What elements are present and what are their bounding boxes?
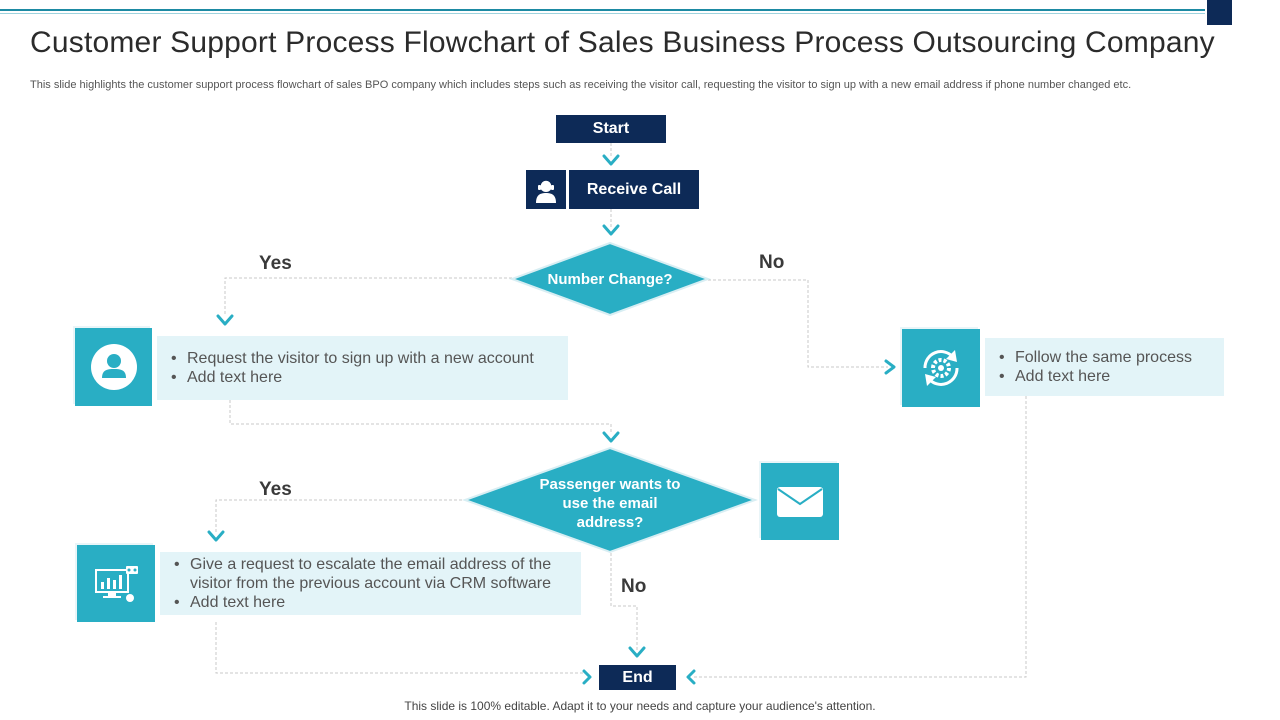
call-center-agent-icon [536,178,556,203]
left-icon-box [75,328,152,406]
bottom-icon-box [77,545,155,622]
right-text-box: Follow the same process Add text here [985,338,1224,396]
connector-left-decision2 [229,400,612,432]
connector-no2 [610,553,638,650]
bottom-text-box: Give a request to escalate the email add… [160,552,581,615]
left-text-list: Request the visitor to sign up with a ne… [157,349,534,387]
gear-refresh-icon [923,350,959,386]
arrow-down-3 [602,431,620,443]
arrow-down-yes1 [216,314,234,326]
arrow-down-no2 [628,646,646,658]
bottom-text-item-2: Add text here [174,593,581,612]
right-icon-box [902,329,980,407]
no2-label: No [621,576,647,597]
yes2-label: Yes [259,479,292,500]
no1-label: No [759,252,785,273]
arrow-down-2 [602,224,620,236]
decision2-label: Passenger wants to use the email address… [539,475,681,531]
user-icon [90,344,137,390]
bottom-text-list: Give a request to escalate the email add… [160,555,581,612]
decision1-label: Number Change? [547,270,673,288]
decision-diamond-email [462,446,758,554]
left-text-box: Request the visitor to sign up with a ne… [157,336,568,400]
arrow-left-end [686,669,696,685]
left-text-item-2: Add text here [171,368,534,387]
arrow-down-yes2 [207,530,225,542]
start-node: Start [556,115,666,143]
arrow-right-no1 [884,359,896,375]
start-label: Start [592,120,630,137]
arrow-right-end [582,669,592,685]
left-text-item-1: Request the visitor to sign up with a ne… [171,349,534,368]
email-icon [777,486,823,517]
yes1-label: Yes [259,253,292,274]
arrow-down-1 [602,154,620,166]
right-text-list: Follow the same process Add text here [985,348,1192,386]
page-title: Customer Support Process Flowchart of Sa… [30,26,1215,59]
email-icon-box [761,463,839,540]
end-label: End [622,668,653,686]
right-text-item-2: Add text here [999,367,1192,386]
right-text-item-1: Follow the same process [999,348,1192,367]
connector-no1 [708,279,888,368]
connector-yes2 [215,499,467,533]
decision-diamond-number-change [509,241,711,317]
receive-call-node: Receive Call [569,170,699,209]
crm-dashboard-icon [95,565,138,602]
bottom-text-item-1: Give a request to escalate the email add… [174,555,581,593]
corner-accent [1207,0,1232,25]
connector-bottom-end [215,622,586,674]
receive-call-label: Receive Call [586,180,682,198]
top-rule-thin [0,13,1205,14]
connector-yes1 [224,277,512,316]
footer-note: This slide is 100% editable. Adapt it to… [404,699,876,713]
receive-call-icon-box [526,170,566,209]
page-subtitle: This slide highlights the customer suppo… [30,79,1132,91]
connector-right-end [692,396,1027,678]
top-rule [0,9,1205,11]
end-node: End [599,665,676,690]
